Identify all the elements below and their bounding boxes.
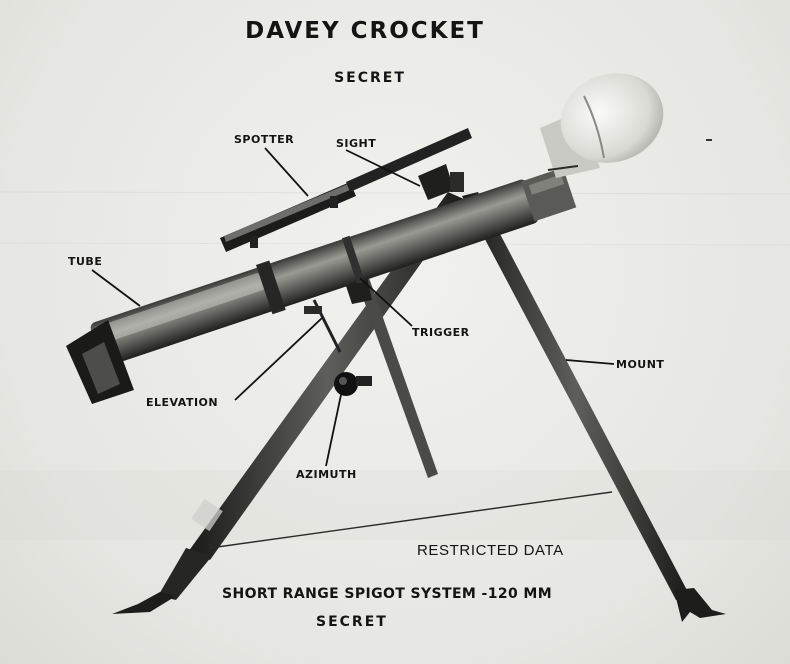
label-spotter: SPOTTER: [234, 133, 295, 146]
warhead: [540, 73, 664, 178]
classification-bottom: SECRET: [316, 614, 388, 630]
label-azimuth: AZIMUTH: [296, 468, 357, 481]
spotter-rifle: [220, 128, 472, 252]
label-mount: MOUNT: [616, 358, 665, 371]
callout-leaders: [91, 147, 615, 467]
sight-assembly: [418, 164, 464, 200]
launcher-tube: [66, 167, 577, 404]
tripod-mount: [112, 192, 726, 622]
scan-streaks: [0, 191, 790, 540]
label-sight: SIGHT: [336, 137, 377, 150]
label-tube: TUBE: [68, 255, 103, 268]
classification-top: SECRET: [334, 70, 406, 86]
restricted-data-marking: RESTRICTED DATA: [417, 542, 564, 559]
document-caption: SHORT RANGE SPIGOT SYSTEM -120 MM: [222, 586, 553, 602]
label-trigger: TRIGGER: [412, 326, 470, 339]
document-title: DAVEY CROCKET: [245, 18, 485, 44]
label-elevation: ELEVATION: [146, 396, 219, 409]
